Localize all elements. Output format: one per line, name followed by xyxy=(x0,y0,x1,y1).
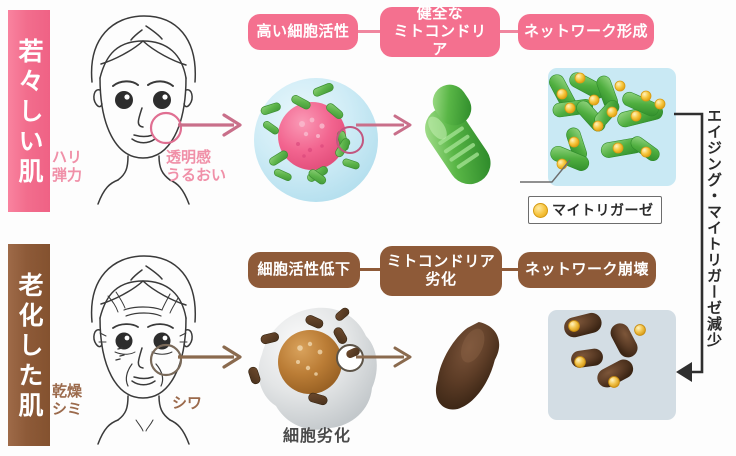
aged-trait-right: シワ xyxy=(172,394,203,412)
aged-face-illustration xyxy=(58,248,228,448)
badge-young-3-line1: ネットワーク形成 xyxy=(524,22,649,41)
row-label-aged-skin: 老化した肌 xyxy=(8,244,50,446)
badge-old-1-line1: 細胞活性低下 xyxy=(257,260,351,279)
young-trait-left: ハリ 弾力 xyxy=(52,148,83,185)
arrow-right-icon xyxy=(356,344,418,374)
badge-old-2: ミトコンドリア 劣化 xyxy=(380,246,502,296)
healthy-mitochondrion-illustration xyxy=(408,72,528,201)
badge-young-1-line1: 高い細胞活性 xyxy=(256,22,350,41)
aging-caption: エイジング・マイトリガーゼ減少 xyxy=(705,108,723,348)
badge-old-2-line2: 劣化 xyxy=(425,270,457,288)
badge-old-2-line1: ミトコンドリア xyxy=(386,252,496,271)
badge-young-2-line2: ミトコンドリア xyxy=(393,22,487,58)
badge-old-3: ネットワーク崩壊 xyxy=(518,252,656,288)
badge-young-2-line1: 健全な xyxy=(416,4,464,23)
aging-flow-bracket xyxy=(672,110,716,386)
badge-young-3: ネットワーク形成 xyxy=(518,14,654,50)
badge-old-1: 細胞活性低下 xyxy=(248,252,360,288)
badge-young-1: 高い細胞活性 xyxy=(248,14,358,50)
magnifier-circle-icon xyxy=(148,110,184,150)
badge-connector-young-1 xyxy=(358,30,380,33)
mitoligase-dot-icon xyxy=(533,202,548,218)
degraded-network-panel xyxy=(548,310,676,420)
young-face-illustration xyxy=(58,8,228,208)
aged-trait-left: 乾燥 シミ xyxy=(52,382,83,419)
arrow-right-icon xyxy=(178,344,248,374)
healthy-network-panel xyxy=(548,68,676,186)
arrow-right-icon xyxy=(178,112,248,142)
badge-young-2: 健全な ミトコンドリア xyxy=(380,4,500,58)
badge-connector-young-2 xyxy=(500,30,518,33)
aged-cell-caption: 細胞劣化 xyxy=(282,426,351,445)
aged-cell-illustration xyxy=(246,300,386,440)
row-label-young-skin: 若々しい肌 xyxy=(8,10,50,212)
legend-leader-line xyxy=(516,158,576,204)
badge-connector-old-1 xyxy=(360,268,380,271)
aged-mitochondrion-illustration xyxy=(418,312,528,436)
legend-marker: マイトリガーゼ xyxy=(528,196,662,224)
healthy-cell-illustration xyxy=(246,72,386,212)
badge-old-3-line1: ネットワーク崩壊 xyxy=(524,260,649,279)
magnifier-circle-icon xyxy=(148,342,184,382)
arrow-right-icon xyxy=(356,112,418,142)
legend-label: マイトリガーゼ xyxy=(552,203,654,219)
young-trait-right: 透明感 うるおい xyxy=(166,148,227,185)
badge-connector-old-2 xyxy=(502,268,518,271)
